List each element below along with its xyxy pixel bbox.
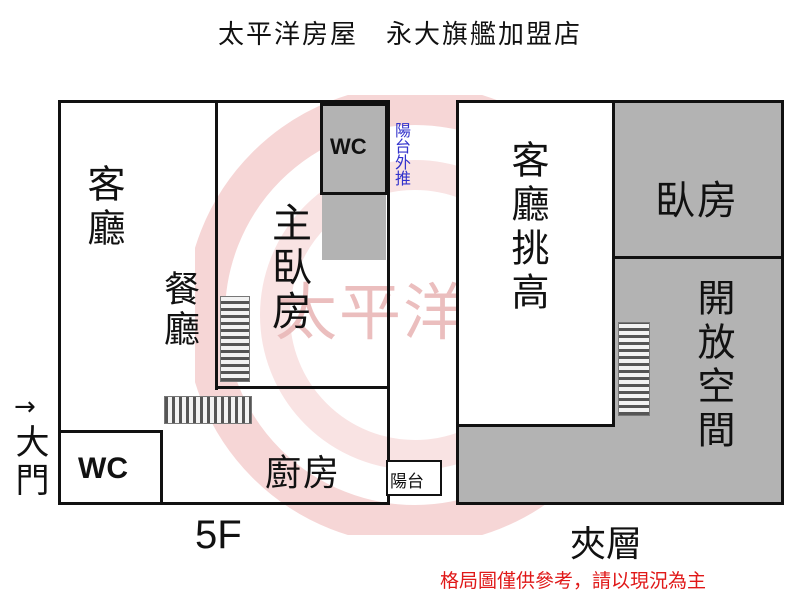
mezz-bedroom-divider xyxy=(612,256,784,259)
master-bedroom-label: 主臥房 xyxy=(265,202,311,334)
stairs-horizontal xyxy=(164,396,252,424)
wc-bottom-label: WC xyxy=(78,452,128,485)
floor-5f-label: 5F xyxy=(195,513,242,557)
mezz-bottom-gray xyxy=(459,424,781,502)
wc-top-room xyxy=(320,103,388,195)
mezz-open-space-label: 開放空間 xyxy=(691,278,735,454)
bedroom-bottom-wall xyxy=(215,386,390,389)
balcony-room xyxy=(386,460,442,496)
living-dining-divider xyxy=(215,100,218,390)
balcony-push-label: 陽台外推 xyxy=(392,122,411,186)
mezz-living-high-label: 客廳挑高 xyxy=(505,140,549,316)
disclaimer-note: 格局圖僅供參考，請以現況為主 xyxy=(440,570,707,592)
floor-5f-outline xyxy=(58,100,390,505)
entrance-label: 大門 xyxy=(9,424,49,500)
closet-area xyxy=(322,195,386,260)
balcony-label: 陽台 xyxy=(390,472,424,492)
mezz-stairs xyxy=(618,322,650,416)
wc-top-label: WC xyxy=(330,134,367,159)
page-title: 太平洋房屋 永大旗艦加盟店 xyxy=(217,20,582,50)
kitchen-label: 廚房 xyxy=(265,453,342,494)
wc-bottom-room xyxy=(58,430,163,505)
entrance-arrow-icon: → xyxy=(14,392,36,422)
mezz-living-white xyxy=(456,100,615,427)
stairs-vertical xyxy=(220,296,250,382)
mezzanine-label: 夾層 xyxy=(570,524,643,565)
dining-label: 餐廳 xyxy=(158,270,199,350)
mezz-bedroom-label: 臥房 xyxy=(655,178,739,224)
living-room-label: 客廳 xyxy=(81,164,125,252)
